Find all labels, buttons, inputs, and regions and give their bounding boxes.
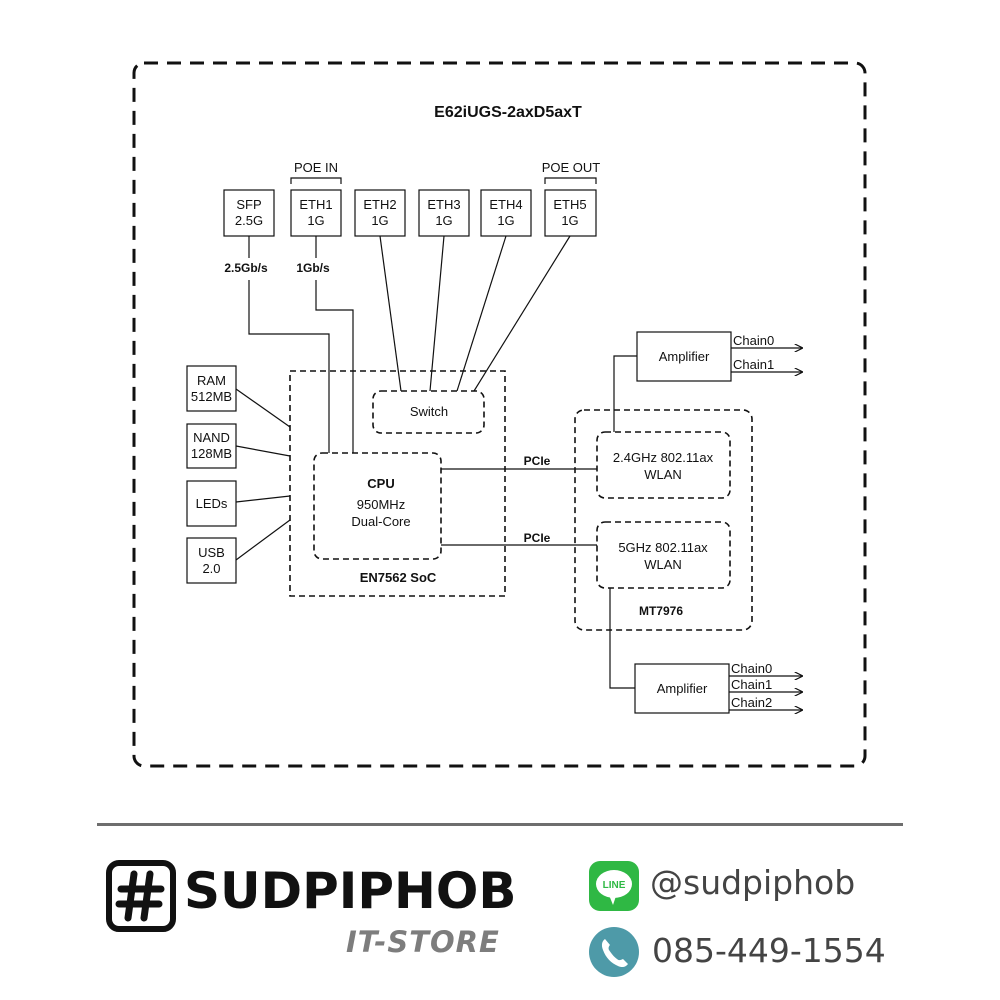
chain-top-1: Chain1 bbox=[733, 357, 774, 372]
chain-top-0: Chain0 bbox=[733, 333, 774, 348]
cpu-block bbox=[313, 452, 442, 560]
poe-out-label: POE OUT bbox=[542, 160, 601, 175]
amplifier-top-label: Amplifier bbox=[659, 349, 710, 364]
footer-divider bbox=[97, 823, 903, 826]
nand-size: 128MB bbox=[191, 446, 232, 461]
leds-label: LEDs bbox=[196, 496, 228, 511]
wlan-5ghz-block bbox=[596, 521, 731, 589]
leds-block: LEDs bbox=[186, 480, 237, 527]
port-speed: 1G bbox=[307, 213, 324, 228]
usb-version: 2.0 bbox=[202, 561, 220, 576]
chain-bottom-1: Chain1 bbox=[731, 677, 772, 692]
nand-label: NAND bbox=[193, 430, 230, 445]
line-handle[interactable]: @sudpiphob bbox=[650, 863, 856, 902]
port-sfp: SFP 2.5G bbox=[223, 189, 275, 237]
poe-in-label: POE IN bbox=[294, 160, 338, 175]
pcie-links bbox=[441, 468, 597, 546]
port-eth1: ETH1 1G bbox=[290, 189, 342, 237]
peripheral-connectors bbox=[235, 388, 291, 561]
pcie-label-bottom: PCIe bbox=[524, 531, 551, 545]
port-name: ETH3 bbox=[427, 197, 460, 212]
port-connectors bbox=[248, 235, 571, 453]
cpu-cores: Dual-Core bbox=[351, 514, 410, 529]
port-name: ETH4 bbox=[489, 197, 522, 212]
line-logo-text: LINE bbox=[603, 880, 626, 891]
port-speed: 1G bbox=[497, 213, 514, 228]
nand-block: NAND 128MB bbox=[186, 423, 237, 469]
eth1-link-speed: 1Gb/s bbox=[296, 261, 330, 275]
chain-bottom-2: Chain2 bbox=[731, 695, 772, 710]
amplifier-top bbox=[636, 331, 732, 382]
phone-icon[interactable] bbox=[588, 926, 640, 978]
ram-size: 512MB bbox=[191, 389, 232, 404]
pcie-label-top: PCIe bbox=[524, 454, 551, 468]
amplifier-bottom bbox=[634, 663, 730, 714]
ram-label: RAM bbox=[197, 373, 226, 388]
switch-label: Switch bbox=[410, 404, 448, 419]
amplifier-bottom-label: Amplifier bbox=[657, 681, 708, 696]
port-name: SFP bbox=[236, 197, 261, 212]
port-name: ETH1 bbox=[299, 197, 332, 212]
sfp-link-speed: 2.5Gb/s bbox=[224, 261, 268, 275]
ram-block: RAM 512MB bbox=[186, 365, 237, 412]
port-eth2: ETH2 1G bbox=[354, 189, 406, 237]
block-diagram: E62iUGS-2axD5axT POE IN POE OUT SFP 2.5G… bbox=[132, 61, 867, 768]
port-eth3: ETH3 1G bbox=[418, 189, 470, 237]
port-eth5: ETH5 1G bbox=[544, 189, 597, 237]
wlan-24ghz-block bbox=[596, 431, 731, 499]
port-name: ETH5 bbox=[553, 197, 586, 212]
soc-label: EN7562 SoC bbox=[360, 570, 437, 585]
switch-block bbox=[372, 390, 485, 434]
wlan-24ghz-label: WLAN bbox=[644, 467, 682, 482]
device-frame bbox=[132, 61, 867, 768]
cpu-title: CPU bbox=[367, 476, 394, 491]
phone-number[interactable]: 085-449-1554 bbox=[652, 931, 886, 970]
amplifier-connectors bbox=[609, 355, 637, 689]
radio-chip-boundary bbox=[574, 409, 753, 631]
brand-name: SUDPIPHOB bbox=[184, 862, 517, 920]
port-eth4: ETH4 1G bbox=[480, 189, 532, 237]
wlan-5ghz-standard: 5GHz 802.11ax bbox=[618, 540, 708, 555]
antenna-chains-top bbox=[731, 348, 802, 372]
port-name: ETH2 bbox=[363, 197, 396, 212]
chain-bottom-0: Chain0 bbox=[731, 661, 772, 676]
port-speed: 2.5G bbox=[235, 213, 263, 228]
port-speed: 1G bbox=[435, 213, 452, 228]
hash-logo-icon bbox=[106, 860, 176, 932]
device-title: E62iUGS-2axD5axT bbox=[434, 104, 582, 121]
radio-chip-label: MT7976 bbox=[639, 604, 683, 618]
antenna-chains-bottom bbox=[729, 676, 802, 710]
brand-subtitle: IT-STORE bbox=[346, 925, 500, 959]
wlan-24ghz-standard: 2.4GHz 802.11ax bbox=[613, 450, 714, 465]
cpu-frequency: 950MHz bbox=[357, 497, 405, 512]
poe-out-bracket bbox=[544, 177, 597, 184]
usb-label: USB bbox=[198, 545, 225, 560]
line-icon[interactable]: LINE bbox=[589, 861, 639, 911]
port-speed: 1G bbox=[561, 213, 578, 228]
usb-block: USB 2.0 bbox=[186, 537, 237, 584]
port-speed: 1G bbox=[371, 213, 388, 228]
wlan-5ghz-label: WLAN bbox=[644, 557, 682, 572]
poe-in-bracket bbox=[290, 177, 342, 184]
